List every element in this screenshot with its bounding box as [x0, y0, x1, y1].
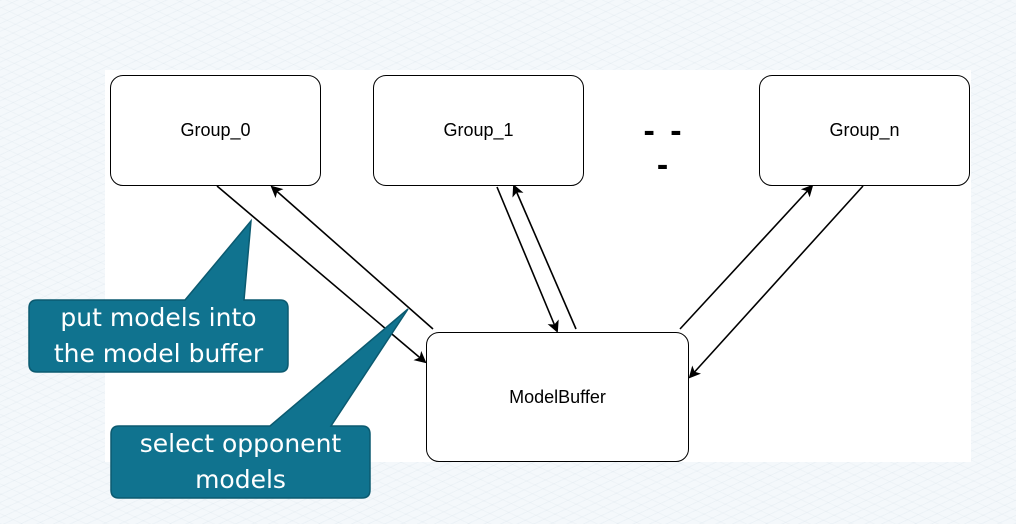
- group-0-label: Group_0: [180, 120, 251, 140]
- arrow-buffer-to-groupn: [679, 184, 814, 330]
- callout-select-opponent-shape[interactable]: [110, 308, 409, 499]
- arrow-buffer-to-group1: [512, 184, 577, 330]
- arrow-buffer-to-group0: [270, 185, 434, 330]
- model-buffer-label: ModelBuffer: [509, 386, 606, 407]
- group-0-node[interactable]: Group_0: [110, 75, 321, 186]
- group-n-node[interactable]: Group_n: [759, 75, 970, 186]
- callout-put-models-text: put models into the model buffer: [53, 303, 264, 368]
- model-buffer-node[interactable]: ModelBuffer: [426, 332, 689, 462]
- ellipsis-separator: - - -: [643, 112, 685, 184]
- callout-put-models-shape[interactable]: [28, 218, 289, 373]
- arrow-groupn-to-buffer: [688, 185, 864, 379]
- arrow-group1-to-buffer: [496, 186, 559, 333]
- callout-select-opponent-text: select opponent models: [139, 429, 342, 494]
- group-n-label: Group_n: [829, 120, 900, 140]
- group-1-label: Group_1: [443, 120, 514, 140]
- group-1-node[interactable]: Group_1: [373, 75, 584, 186]
